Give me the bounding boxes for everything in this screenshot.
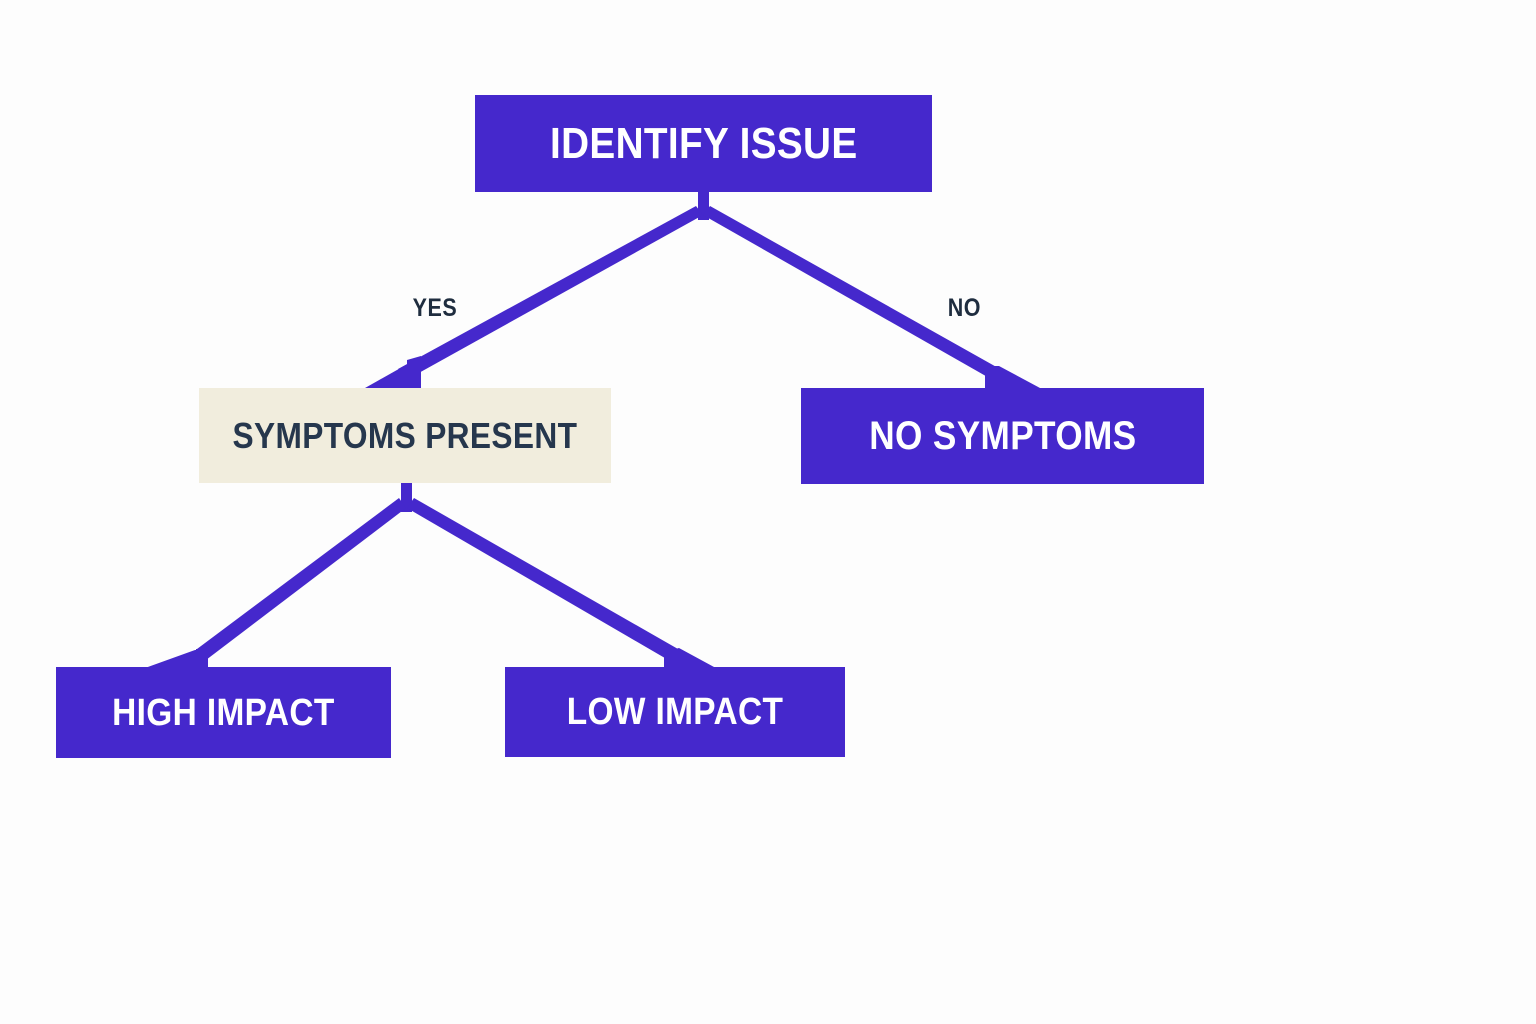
connector-no-branch [703, 206, 1000, 379]
connector-high-arrowhead [56, 650, 208, 700]
edge-label-yes: YES [412, 294, 458, 322]
node-no-symptoms[interactable]: NO SYMPTOMS [801, 388, 1204, 484]
connector-symptoms-stub [401, 483, 412, 512]
connector-high-branch [197, 498, 406, 660]
node-low-impact-label: LOW IMPACT [566, 691, 784, 733]
connector-high-arrow-stem [196, 649, 208, 668]
node-identify-issue[interactable]: IDENTIFY ISSUE [475, 95, 932, 192]
edge-label-no: NO [947, 294, 981, 322]
connector-low-branch [407, 498, 678, 661]
connector-yes-branch [398, 206, 703, 379]
node-identify-issue-label: IDENTIFY ISSUE [549, 118, 858, 168]
connector-low-arrowhead [664, 648, 714, 667]
node-symptoms-present-label: SYMPTOMS PRESENT [232, 414, 578, 456]
connector-yes-arrowhead [365, 357, 420, 388]
connector-no-arrowhead [985, 366, 1040, 388]
node-low-impact[interactable]: LOW IMPACT [505, 667, 845, 757]
connector-yes-arrow-stem [407, 356, 421, 388]
node-high-impact-label: HIGH IMPACT [112, 691, 335, 734]
node-no-symptoms-label: NO SYMPTOMS [868, 414, 1137, 458]
node-symptoms-present[interactable]: SYMPTOMS PRESENT [199, 388, 611, 483]
node-high-impact[interactable]: HIGH IMPACT [56, 667, 391, 758]
